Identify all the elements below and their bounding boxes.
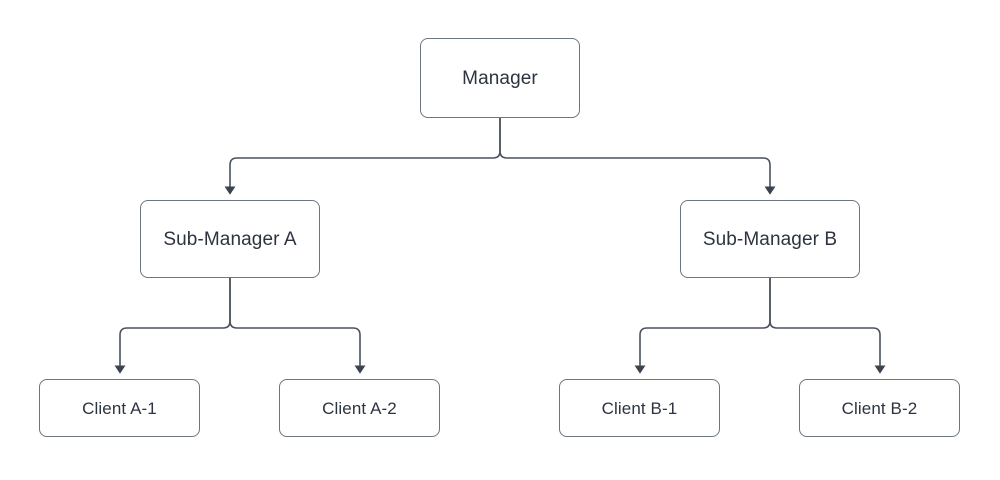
edge-sub-b-to-client-b2 xyxy=(769,278,886,374)
edge-manager-to-sub-a xyxy=(224,118,501,195)
edge-sub-a-to-client-a2 xyxy=(229,278,366,374)
edge-sub-b-to-client-b1 xyxy=(634,278,771,374)
node-sub-manager-b-label: Sub-Manager B xyxy=(702,228,838,250)
node-client-a-1[interactable]: Client A-1 xyxy=(39,379,200,437)
node-sub-manager-a[interactable]: Sub-Manager A xyxy=(140,200,320,278)
node-manager-label: Manager xyxy=(462,67,538,89)
node-client-b-2-label: Client B-2 xyxy=(841,398,918,418)
node-manager[interactable]: Manager xyxy=(420,38,580,118)
node-sub-manager-a-label: Sub-Manager A xyxy=(163,228,297,250)
node-client-a-2-label: Client A-2 xyxy=(322,398,397,418)
edge-manager-to-sub-b xyxy=(499,118,776,195)
node-client-b-2[interactable]: Client B-2 xyxy=(799,379,960,437)
node-client-b-1[interactable]: Client B-1 xyxy=(559,379,720,437)
node-client-b-1-label: Client B-1 xyxy=(601,398,678,418)
node-client-a-1-label: Client A-1 xyxy=(82,398,157,418)
edge-sub-a-to-client-a1 xyxy=(114,278,231,374)
node-sub-manager-b[interactable]: Sub-Manager B xyxy=(680,200,860,278)
node-client-a-2[interactable]: Client A-2 xyxy=(279,379,440,437)
